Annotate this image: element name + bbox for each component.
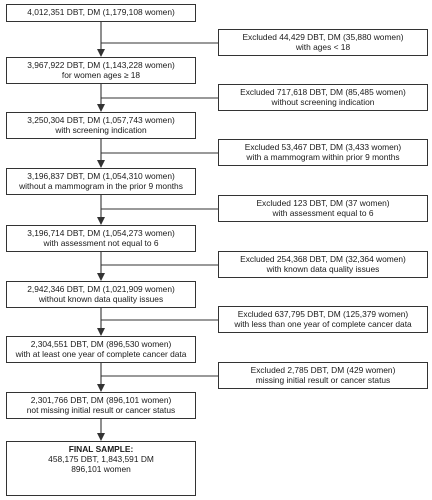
- final-sample-box-line-2: 458,175 DBT, 1,843,591 DM: [48, 454, 154, 465]
- final-sample-box-line-1: FINAL SAMPLE:: [68, 444, 134, 454]
- flow-step-box: 2,304,551 DBT, DM (896,530 women)with at…: [6, 336, 196, 363]
- flow-step-box-line-2: for women ages ≥ 18: [61, 70, 141, 81]
- flow-step-box-line-2: not missing initial result or cancer sta…: [26, 405, 176, 416]
- flow-step-box-line-2: with at least one year of complete cance…: [15, 349, 187, 360]
- exclusion-box: Excluded 44,429 DBT, DM (35,880 women)wi…: [218, 29, 428, 56]
- exclusion-box: Excluded 123 DBT, DM (37 women)with asse…: [218, 195, 428, 222]
- flow-step-box: 3,196,714 DBT, DM (1,054,273 women)with …: [6, 225, 196, 252]
- exclusion-box-line-1: Excluded 53,467 DBT, DM (3,433 women): [244, 142, 402, 152]
- exclusion-box: Excluded 637,795 DBT, DM (125,379 women)…: [218, 306, 428, 333]
- exclusion-box-line-2: with less than one year of complete canc…: [234, 319, 412, 330]
- flow-step-box: 3,250,304 DBT, DM (1,057,743 women)with …: [6, 112, 196, 139]
- exclusion-box-line-2: missing initial result or cancer status: [255, 375, 391, 386]
- flow-step-box: 2,301,766 DBT, DM (896,101 women)not mis…: [6, 392, 196, 419]
- final-sample-box-line-3: 896,101 women: [71, 464, 131, 475]
- flow-step-box-line-2: with screening indication: [55, 125, 147, 136]
- flow-step-box-line-1: 3,250,304 DBT, DM (1,057,743 women): [27, 115, 175, 125]
- exclusion-box-line-1: Excluded 2,785 DBT, DM (429 women): [250, 365, 396, 375]
- flow-step-box-line-1: 2,304,551 DBT, DM (896,530 women): [30, 339, 172, 349]
- flow-step-box-line-1: 2,301,766 DBT, DM (896,101 women): [30, 395, 172, 405]
- exclusion-box-line-2: with a mammogram within prior 9 months: [246, 152, 400, 163]
- exclusion-box: Excluded 254,368 DBT, DM (32,364 women)w…: [218, 251, 428, 278]
- flow-step-box-line-1: 3,967,922 DBT, DM (1,143,228 women): [27, 60, 175, 70]
- flow-step-box: 2,942,346 DBT, DM (1,021,909 women)witho…: [6, 281, 196, 308]
- exclusion-box: Excluded 53,467 DBT, DM (3,433 women)wit…: [218, 139, 428, 166]
- flow-step-box: 3,196,837 DBT, DM (1,054,310 women)witho…: [6, 168, 196, 195]
- flow-step-box: 3,967,922 DBT, DM (1,143,228 women)for w…: [6, 57, 196, 84]
- exclusion-box-line-2: without screening indication: [271, 97, 375, 108]
- exclusion-box: Excluded 2,785 DBT, DM (429 women)missin…: [218, 362, 428, 389]
- exclusion-box-line-2: with known data quality issues: [266, 264, 380, 275]
- flow-step-box-line-1: 3,196,837 DBT, DM (1,054,310 women): [27, 171, 175, 181]
- exclusion-box-line-1: Excluded 637,795 DBT, DM (125,379 women): [237, 309, 409, 319]
- flow-step-box-line-1: 4,012,351 DBT, DM (1,179,108 women): [27, 7, 175, 17]
- exclusion-box-line-2: with ages < 18: [295, 42, 351, 53]
- flow-step-box-line-1: 3,196,714 DBT, DM (1,054,273 women): [27, 228, 175, 238]
- exclusion-box-line-2: with assessment equal to 6: [272, 208, 374, 219]
- exclusion-box-line-1: Excluded 717,618 DBT, DM (85,485 women): [240, 87, 406, 97]
- exclusion-box: Excluded 717,618 DBT, DM (85,485 women)w…: [218, 84, 428, 111]
- flow-step-box-line-2: with assessment not equal to 6: [43, 238, 159, 249]
- exclusion-box-line-1: Excluded 44,429 DBT, DM (35,880 women): [242, 32, 404, 42]
- flow-step-box-line-1: 2,942,346 DBT, DM (1,021,909 women): [27, 284, 175, 294]
- flow-step-box-line-2: without known data quality issues: [38, 294, 164, 305]
- exclusion-box-line-1: Excluded 123 DBT, DM (37 women): [256, 198, 390, 208]
- exclusion-box-line-1: Excluded 254,368 DBT, DM (32,364 women): [240, 254, 406, 264]
- flow-step-box-line-2: without a mammogram in the prior 9 month…: [19, 181, 183, 192]
- flow-step-box: 4,012,351 DBT, DM (1,179,108 women): [6, 4, 196, 22]
